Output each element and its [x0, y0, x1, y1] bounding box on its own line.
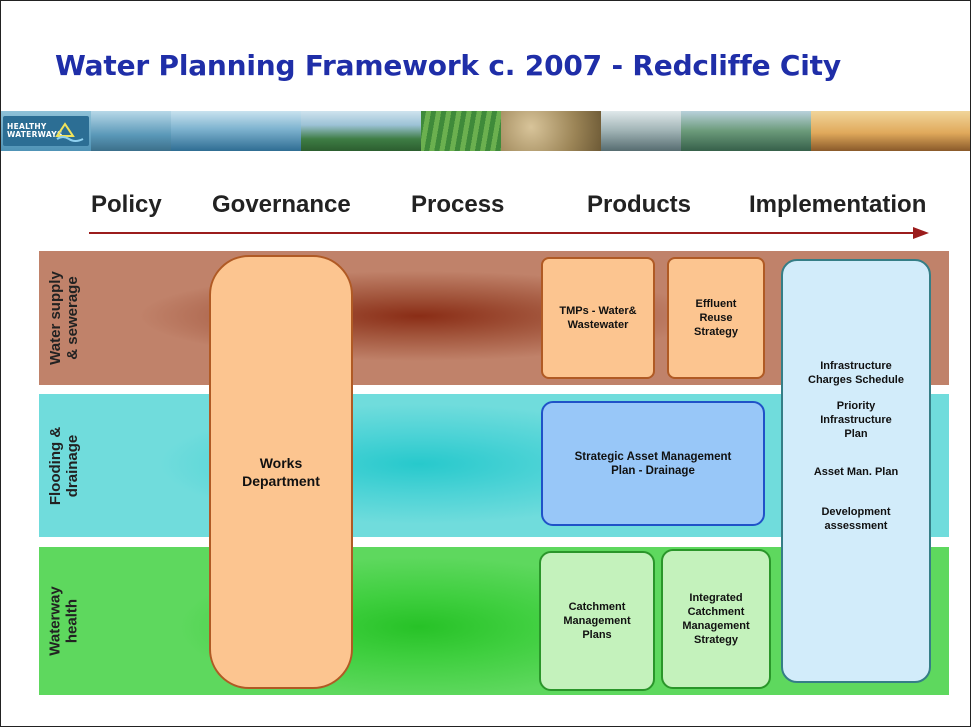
header-products: Products	[587, 191, 692, 218]
band-label-flooding: Flooding & drainage	[47, 426, 81, 505]
header-policy: Policy	[91, 191, 162, 218]
healthy-waterways-logo: HEALTHY WATERWAYS	[3, 116, 89, 146]
photo-banner: HEALTHY WATERWAYS	[1, 111, 970, 151]
header-implementation: Implementation	[749, 191, 927, 218]
impl-development-assessment: Development assessment	[821, 506, 891, 532]
flow-arrow-icon	[89, 227, 929, 239]
integrated-catchment-box: Integrated Catchment Management Strategy	[661, 549, 771, 689]
impl-infrastructure-charges: Infrastructure Charges Schedule	[808, 360, 904, 386]
effluent-reuse-box: Effluent Reuse Strategy	[667, 257, 765, 379]
implementation-box: Infrastructure Charges Schedule Priority…	[781, 259, 931, 683]
slide-title: Water Planning Framework c. 2007 - Redcl…	[55, 49, 841, 82]
logo-text: HEALTHY WATERWAYS	[7, 123, 63, 139]
works-department-box: Works Department	[209, 255, 353, 689]
band-label-waterway-health: Waterway health	[47, 586, 82, 656]
logo-line-1: HEALTHY	[7, 122, 47, 131]
strategic-asset-management-box: Strategic Asset Management Plan - Draina…	[541, 401, 765, 526]
header-process: Process	[411, 191, 505, 218]
impl-priority-infrastructure: Priority Infrastructure Plan	[820, 400, 892, 440]
waterway-logo-icon	[55, 122, 84, 142]
logo-line-2: WATERWAYS	[7, 130, 63, 139]
tmps-box: TMPs - Water& Wastewater	[541, 257, 655, 379]
header-governance: Governance	[212, 191, 351, 218]
impl-asset-man-plan: Asset Man. Plan	[813, 466, 899, 478]
band-label-water-supply: Water supply & sewerage	[47, 271, 82, 365]
catchment-management-box: Catchment Management Plans	[539, 551, 655, 691]
